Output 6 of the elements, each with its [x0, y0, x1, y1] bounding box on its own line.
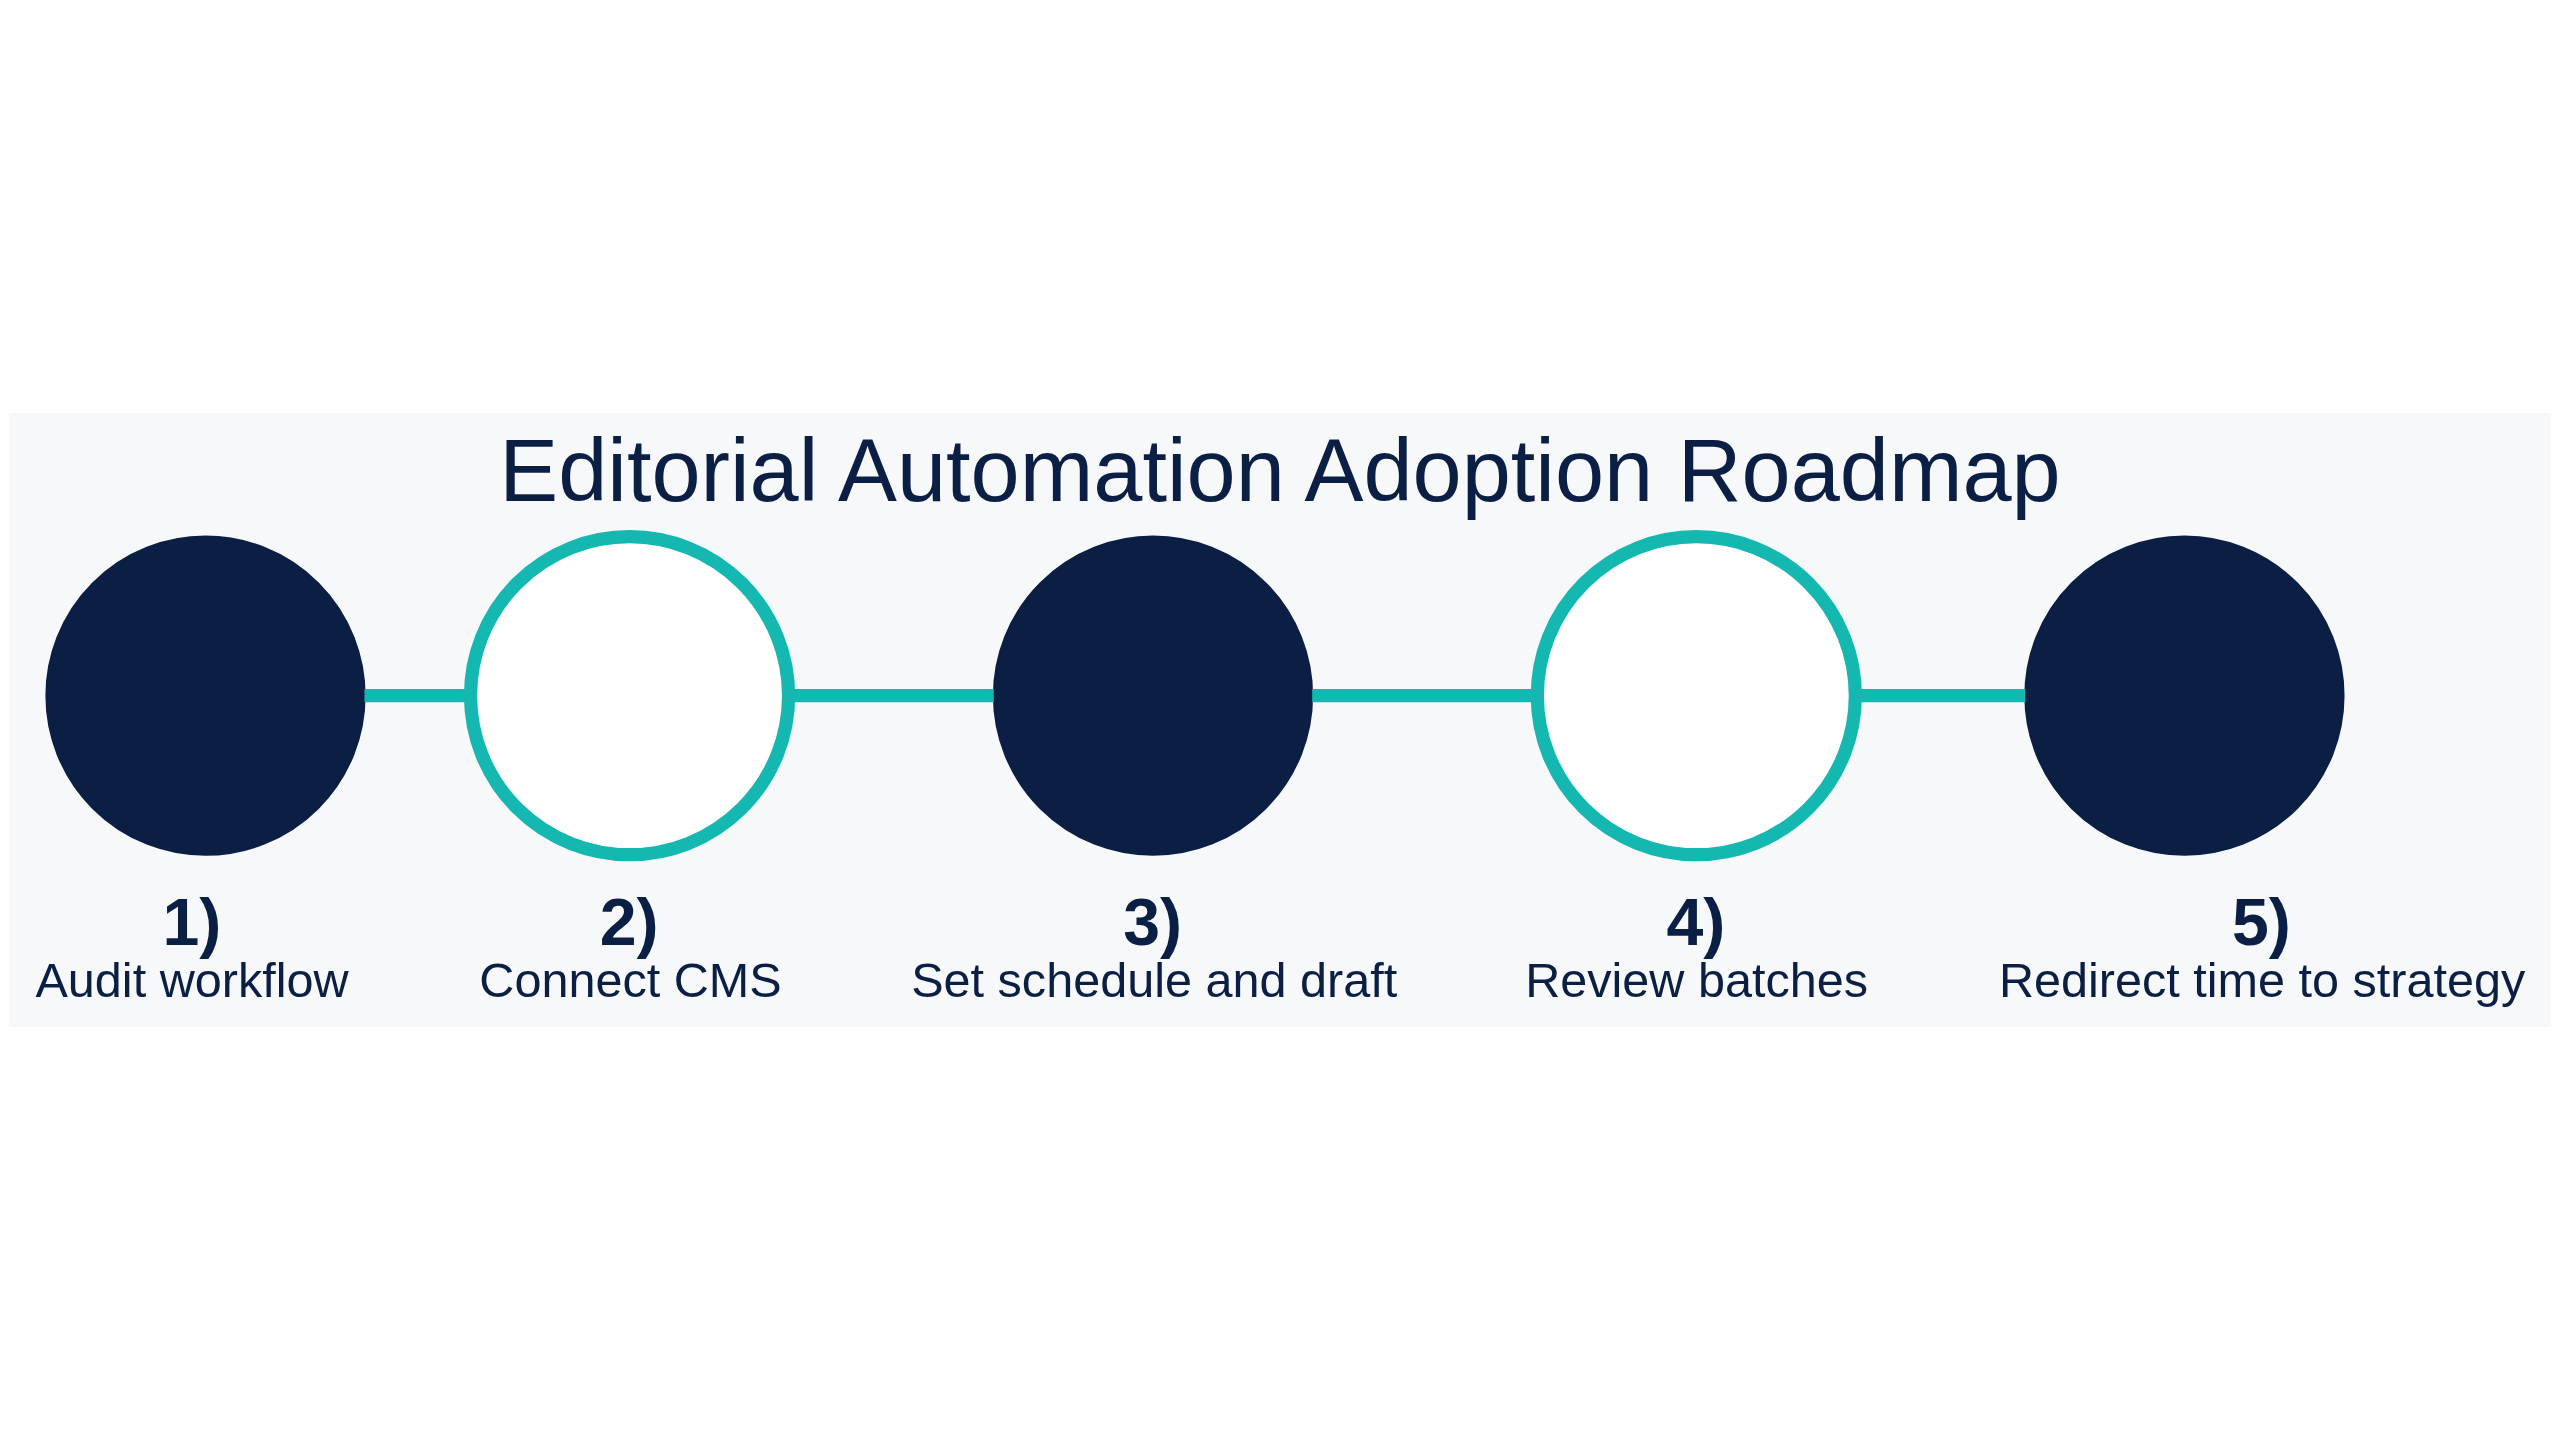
node-circle: [992, 535, 1314, 856]
node-circle: [2024, 535, 2345, 856]
diagram-title: Editorial Automation Adoption Roadmap: [499, 421, 2061, 521]
node-circle: [45, 535, 366, 856]
node-circle: [1530, 530, 1862, 862]
node-circle: [463, 530, 796, 862]
